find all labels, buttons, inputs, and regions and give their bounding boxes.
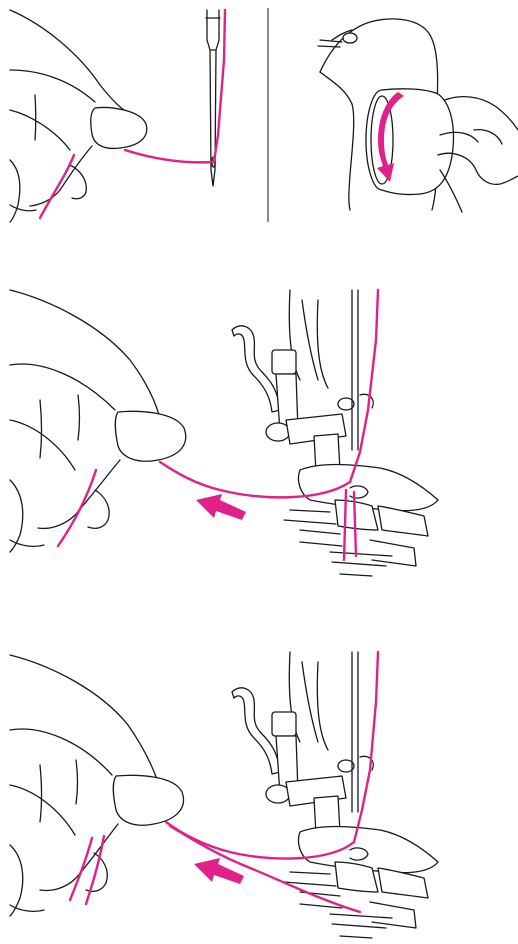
hand-icon [10,290,186,552]
arrow-left-icon [196,494,246,520]
hand-icon [10,10,147,222]
hand-icon [10,655,184,916]
panel-pull-both-threads-back [10,652,438,938]
presser-foot-icon [232,290,438,576]
panel-pull-thread-under-foot [10,290,438,576]
needle-icon [206,10,220,186]
panel-turn-handwheel [318,19,518,212]
presser-foot-icon [232,652,438,938]
panel-hand-threading-needle [10,10,225,222]
